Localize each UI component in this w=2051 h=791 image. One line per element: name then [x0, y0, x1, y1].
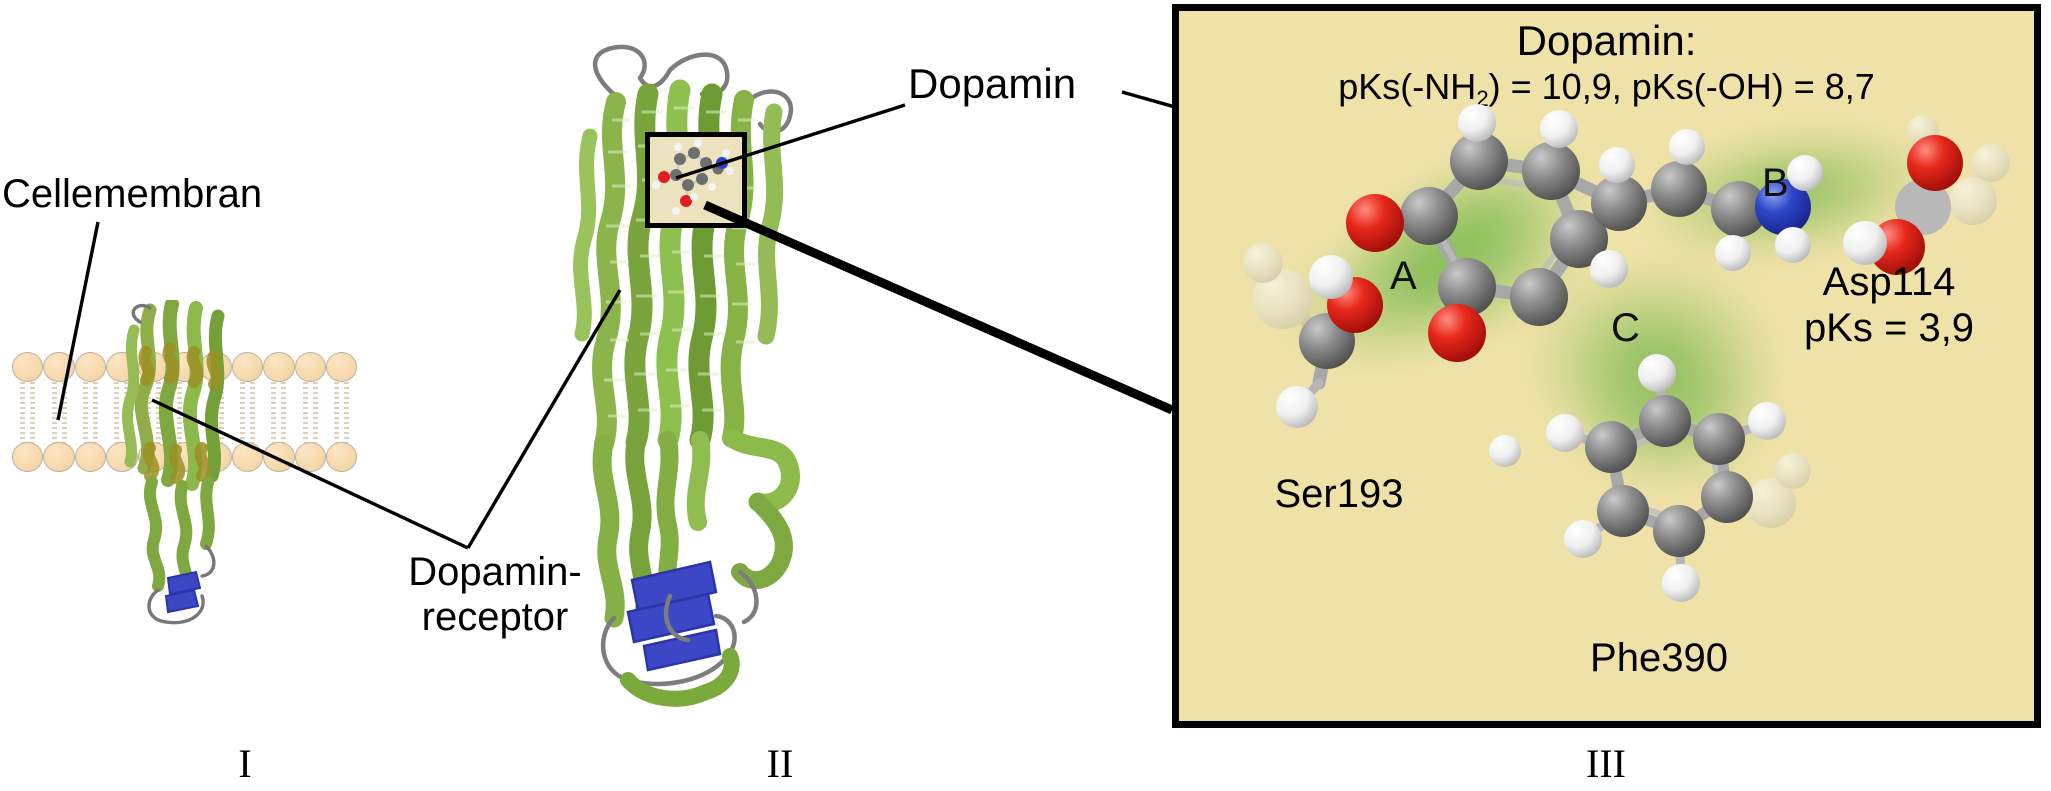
panel-two-receptor-view: Dopamin-receptor II: [408, 0, 900, 791]
faded-atoms: [1243, 115, 2010, 528]
label-dopamine-receptor-line1: Dopamin-: [408, 550, 582, 594]
hydrogen-atoms: [1276, 104, 1887, 602]
lipid-head: [12, 442, 44, 472]
region-label-b: B: [1762, 161, 1789, 205]
lipid-head: [325, 442, 358, 472]
panel-three-title: Dopamin:: [1516, 17, 1697, 64]
lipid-tail-pair: [263, 381, 294, 443]
pks-prefix: pKs(-NH: [1338, 66, 1477, 107]
lipid-head: [263, 442, 295, 472]
region-label-c: C: [1611, 306, 1640, 350]
lipid-head: [231, 352, 264, 382]
lipid-head: [74, 442, 107, 472]
lipid-head: [263, 352, 295, 382]
label-cell-membrane: Cellemembran: [2, 172, 263, 216]
lipid-head: [74, 352, 107, 382]
lipid-head: [294, 442, 326, 472]
dopamine-molecule-large: [1243, 104, 2010, 602]
label-dopamine-receptor: Dopamin-receptor: [295, 550, 695, 640]
oxygen-atoms: [1327, 135, 1963, 362]
label-dopamin: Dopamin: [908, 60, 1077, 107]
panel-numeral-one: I: [238, 741, 252, 786]
label-dopamine-receptor-line2: receptor: [421, 594, 569, 639]
lipid-head: [294, 352, 326, 382]
residue-asp114-pks: pKs = 3,9: [1803, 306, 1975, 350]
lipid-tail-pair: [75, 381, 106, 443]
lipid-tail-pair: [43, 381, 74, 443]
lipid-head: [325, 352, 358, 382]
lipid-head: [43, 352, 75, 382]
lipid-head: [43, 442, 75, 472]
lipid-tail-pair: [12, 381, 43, 443]
carbon-atoms: [1299, 132, 1951, 557]
dopamine-molecule-small: [652, 139, 734, 215]
lipid-head: [12, 352, 44, 382]
nitrogen-atom: [1755, 179, 1811, 235]
residue-asp114-name: Asp114: [1822, 260, 1956, 304]
panel-one-membrane-view: Cellemembran I: [0, 0, 500, 791]
residue-label-phe390: Phe390: [1590, 636, 1728, 680]
panel-numeral-three: III: [1586, 741, 1626, 786]
ligand-binding-site-box: [645, 132, 747, 228]
residue-label-ser193: Ser193: [1274, 472, 1404, 516]
panel-three-binding-site-detail: Dopamin: pKs(-NH2) = 10,9, pKs(-OH) = 8,…: [1172, 4, 2041, 728]
region-label-a: A: [1390, 254, 1417, 298]
panel-numeral-two: II: [766, 741, 794, 786]
lipid-tail-pair: [295, 381, 326, 443]
panel-three-pks-line: pKs(-NH2) = 10,9, pKs(-OH) = 8,7: [1179, 66, 2034, 111]
pks-rest: ) = 10,9, pKs(-OH) = 8,7: [1488, 66, 1875, 107]
lipid-tail-pair: [326, 381, 357, 443]
dopamine-receptor-ribbon-small: [121, 300, 225, 625]
